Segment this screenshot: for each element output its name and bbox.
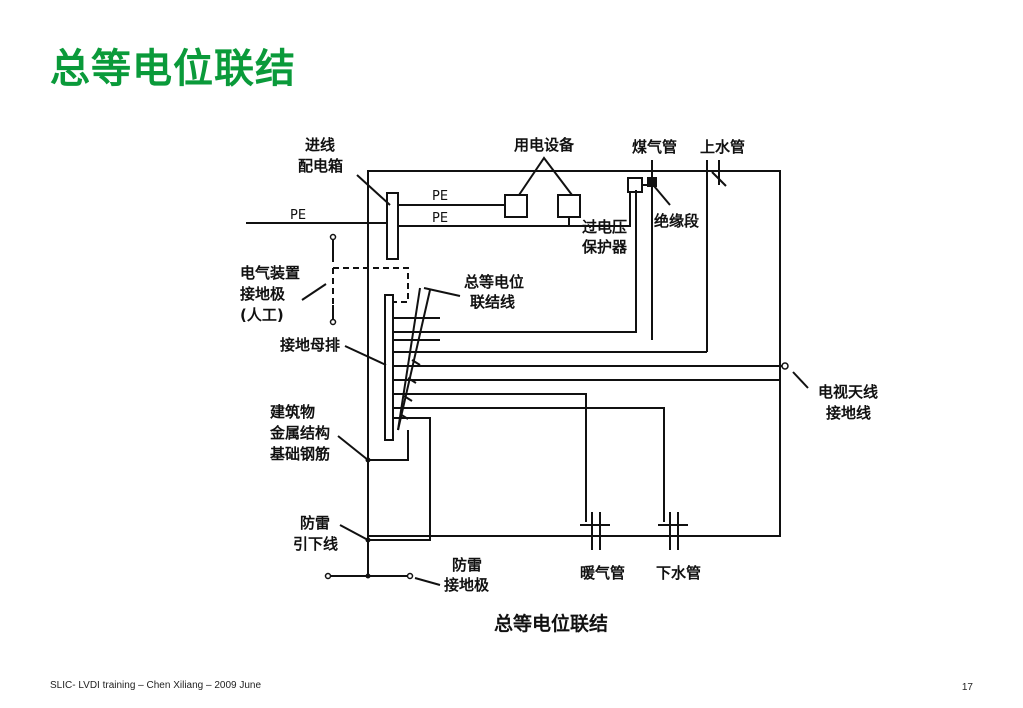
diagram-caption: 总等电位联结 — [494, 612, 608, 635]
surge-protector-box — [627, 177, 643, 193]
label-equipment: 用电设备 — [514, 136, 575, 154]
slide-footer: SLIC- LVDI training – Chen Xiliang – 200… — [50, 680, 262, 691]
page-number: 17 — [961, 682, 973, 693]
label-building-2: 金属结构 — [269, 424, 330, 442]
equipment-box-1 — [504, 194, 528, 218]
equipment-box-2 — [557, 194, 581, 218]
label-pe-lower: PE — [432, 211, 448, 226]
equipment-pointer — [518, 156, 573, 196]
label-lightning-gnd-1: 防雷 — [452, 556, 482, 574]
label-tv-2: 接地线 — [826, 404, 871, 422]
label-gas-pipe: 煤气管 — [632, 138, 677, 156]
label-insulation: 绝缘段 — [654, 212, 699, 230]
label-bonding-1: 总等电位 — [464, 273, 524, 291]
label-lightning-down-1: 防雷 — [300, 514, 330, 532]
building-outline — [367, 170, 781, 537]
label-lightning-gnd-2: 接地极 — [444, 576, 490, 594]
label-elec-ground-1: 电气装置 — [240, 264, 300, 282]
label-busbar: 接地母排 — [280, 336, 340, 354]
label-lightning-down-2: 引下线 — [293, 535, 338, 553]
slide-title: 总等电位联结 — [50, 46, 296, 92]
label-bonding-2: 联结线 — [470, 293, 515, 311]
label-pe-upper: PE — [432, 189, 448, 204]
label-pe-main: PE — [290, 208, 306, 223]
label-elec-ground-2: 接地极 — [240, 285, 286, 303]
elec-ground-dashed — [333, 267, 409, 303]
pe-lower-line — [398, 190, 631, 227]
label-drain: 下水管 — [656, 564, 701, 582]
label-building-1: 建筑物 — [270, 403, 315, 421]
label-heating: 暖气管 — [580, 564, 625, 582]
label-incoming-box-2: 配电箱 — [298, 157, 343, 175]
label-building-3: 基础钢筋 — [269, 445, 330, 463]
label-surge-2: 保护器 — [581, 238, 628, 256]
bonding-wire — [397, 289, 431, 431]
label-tv-1: 电视天线 — [818, 383, 878, 401]
label-elec-ground-3: (人工) — [240, 306, 284, 324]
label-surge-1: 过电压 — [582, 218, 627, 236]
ground-busbar — [384, 294, 394, 441]
label-incoming-box-1: 进线 — [305, 136, 335, 154]
label-water-supply: 上水管 — [700, 138, 745, 156]
